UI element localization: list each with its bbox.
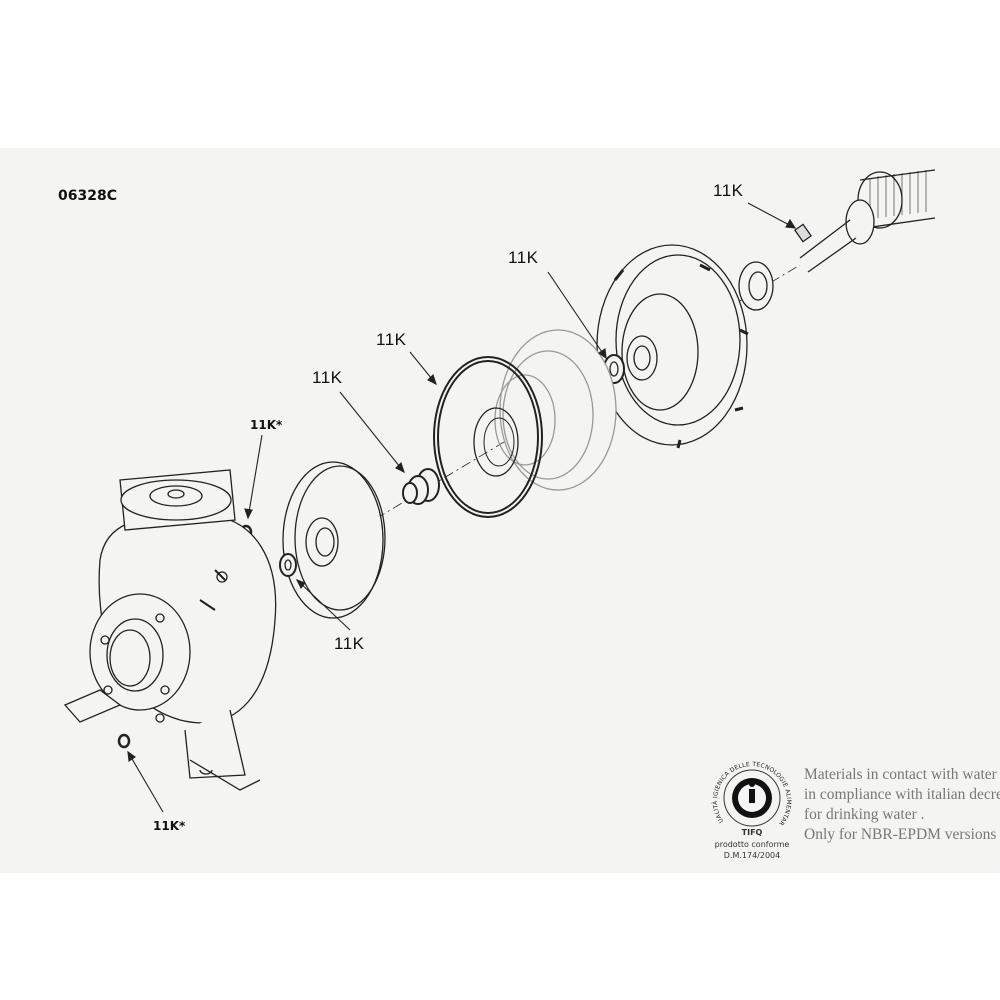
- mechanical-seal: [402, 468, 440, 505]
- callout-plug-washer-bottom: 11K*: [153, 819, 186, 833]
- callout-mechanical-seal: 11K: [312, 368, 343, 387]
- materials-note: Materials in contact with water in compl…: [804, 765, 1000, 845]
- callout-leaders: [127, 202, 797, 813]
- casing-gasket: [433, 356, 543, 518]
- callout-shaft-key: 11K: [713, 181, 744, 200]
- callout-casing-gasket: 11K: [376, 330, 407, 349]
- motor-shaft: [793, 169, 936, 273]
- bearing: [738, 261, 774, 311]
- drawing-code: 06328C: [58, 188, 117, 204]
- note-line: Only for NBR-EPDM versions: [804, 826, 997, 843]
- callout-plug-washer-top: 11K*: [250, 418, 283, 432]
- note-line: in compliance with italian decree: [804, 786, 1000, 803]
- impeller: [282, 461, 386, 619]
- cert-line-2: D.M.174/2004: [723, 851, 781, 860]
- motor-bracket: [596, 244, 749, 449]
- callout-impeller-nut: 11K: [334, 634, 365, 653]
- pump-casing: [63, 469, 277, 791]
- logo-name: TIFQ: [741, 828, 763, 837]
- impeller-nut: [279, 553, 297, 577]
- note-line: for drinking water .: [804, 806, 925, 823]
- callout-shaft-seal-ring: 11K: [508, 248, 539, 267]
- note-line: Materials in contact with water: [804, 766, 997, 783]
- cert-line-1: prodotto conforme: [714, 840, 790, 849]
- washer-bottom: [117, 733, 131, 749]
- seal-cover: [494, 329, 617, 491]
